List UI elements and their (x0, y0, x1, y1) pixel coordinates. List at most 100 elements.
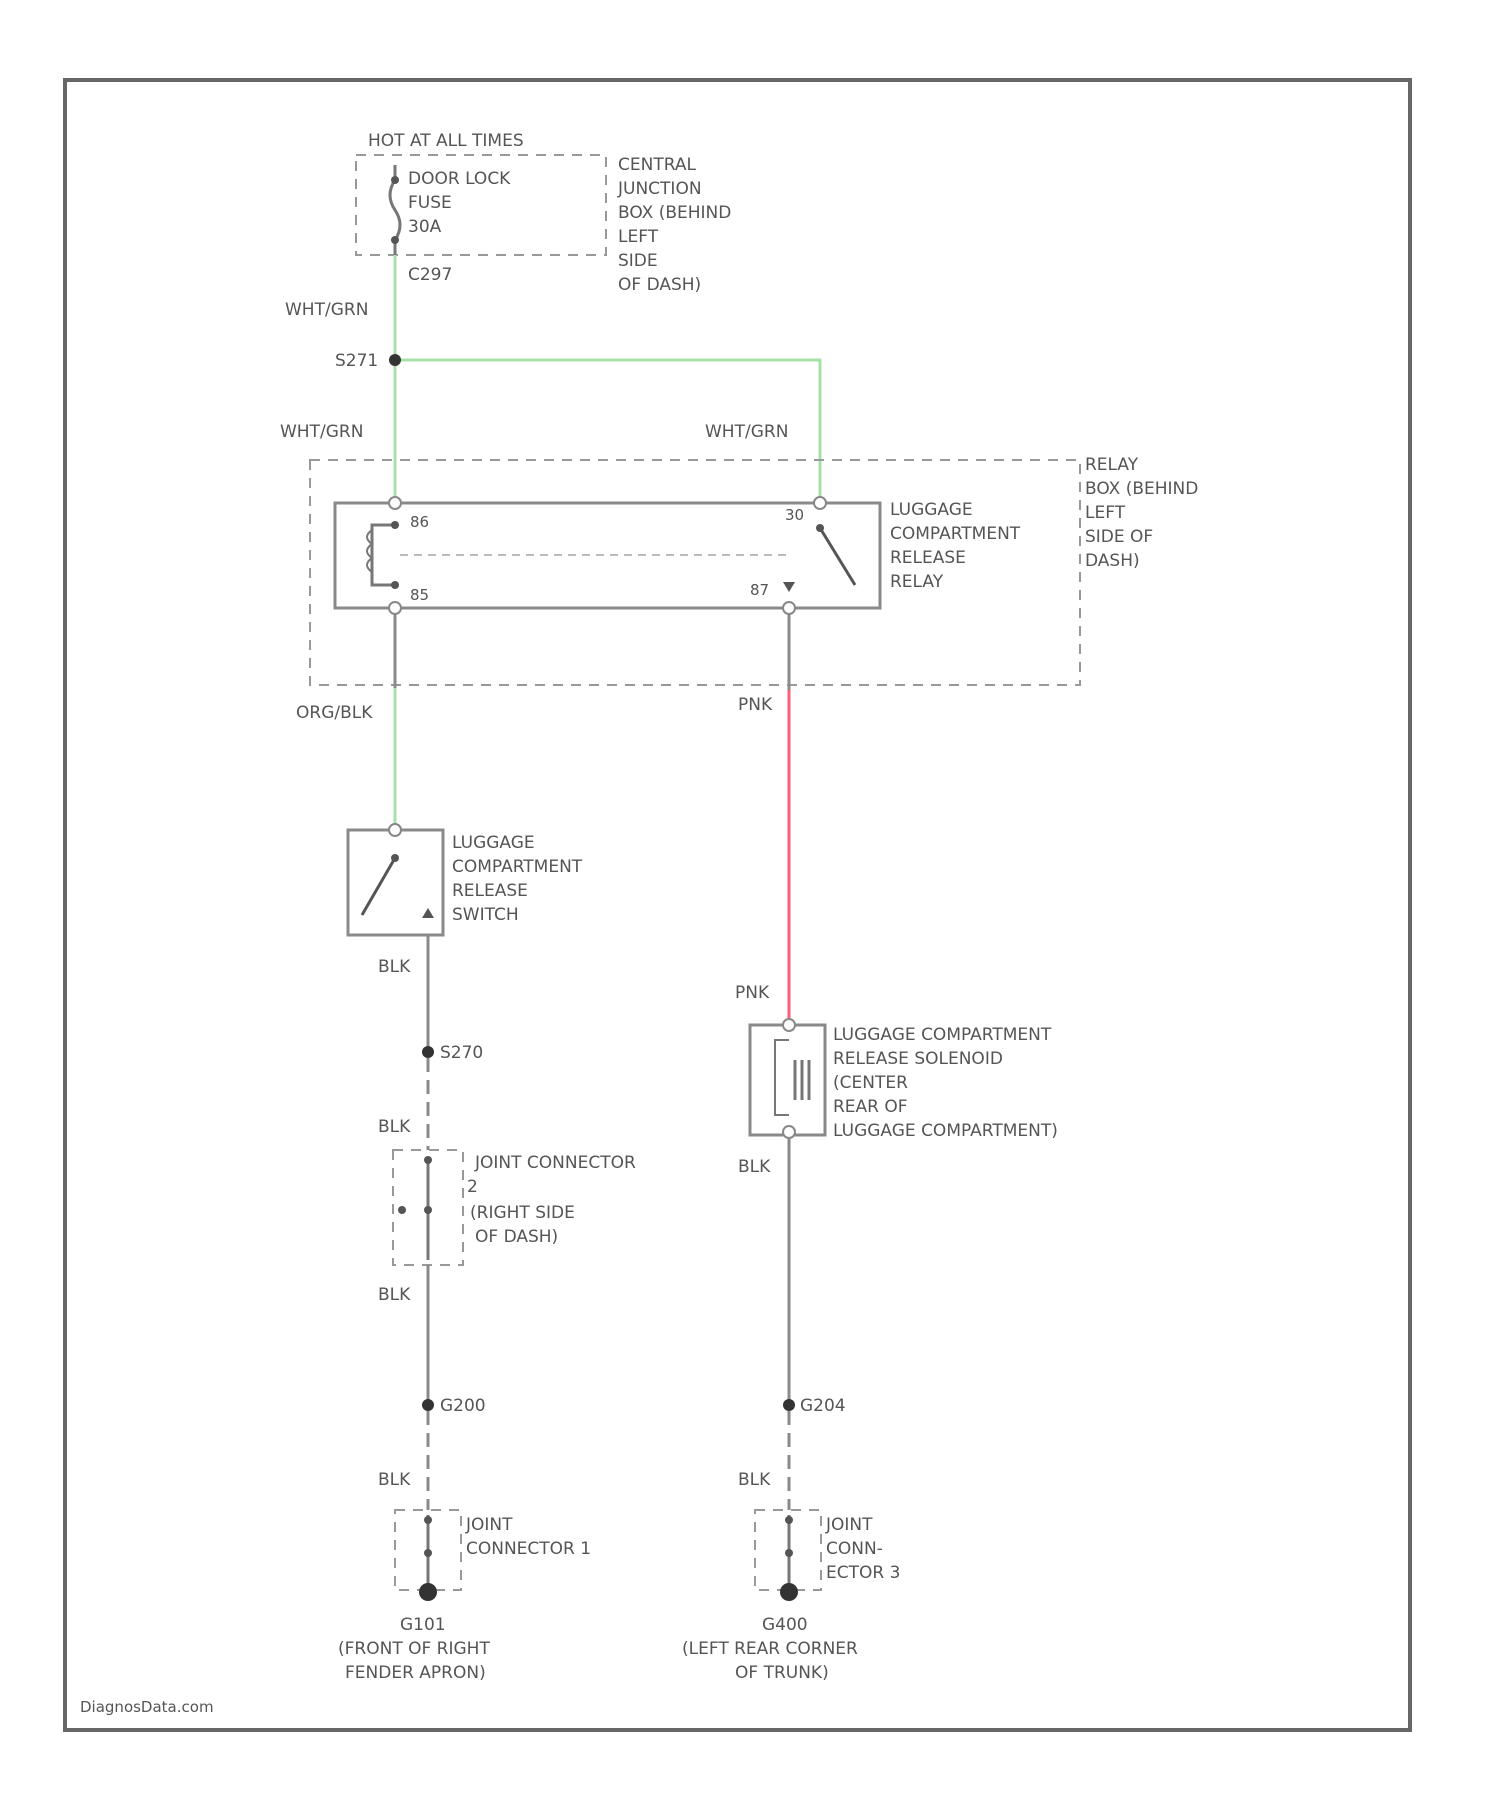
release-solenoid-body (750, 1025, 825, 1135)
fuse-terminal-bottom (391, 236, 399, 244)
fuse-terminal-top (391, 176, 399, 184)
relay-terminal-86 (389, 497, 401, 509)
relay-box-label-2: BOX (BEHIND (1085, 479, 1198, 499)
joint-connector-2-pin-left (398, 1206, 406, 1214)
splice-g200-dot (422, 1399, 434, 1411)
central-junction-box-label-3: BOX (BEHIND (618, 203, 731, 223)
hot-at-all-times-label: HOT AT ALL TIMES (368, 131, 524, 151)
relay-name-label-2: COMPARTMENT (890, 524, 1021, 544)
relay-terminal-87 (783, 602, 795, 614)
central-junction-box-label-2: JUNCTION (617, 179, 702, 199)
release-solenoid-terminal-top (783, 1019, 795, 1031)
relay-pin87-label: 87 (750, 581, 769, 599)
wire-label-wht-grn-left: WHT/GRN (280, 422, 363, 442)
fuse-rating-label: 30A (408, 217, 442, 237)
joint-connector-2-label-4: OF DASH) (475, 1227, 558, 1247)
wire-label-blk-jc2-bottom: BLK (378, 1285, 411, 1305)
wire-label-pnk-lower: PNK (735, 983, 770, 1003)
release-switch-label-2: COMPARTMENT (452, 857, 583, 877)
release-switch-label-3: RELEASE (452, 881, 528, 901)
release-switch-label-1: LUGGAGE (452, 833, 535, 853)
splice-g204-label: G204 (800, 1396, 846, 1416)
ground-g101-symbol (419, 1583, 437, 1601)
release-switch-label-4: SWITCH (452, 905, 519, 925)
release-switch-arm (362, 858, 395, 915)
relay-pin85-dot (391, 581, 399, 589)
release-solenoid-label-4: REAR OF (833, 1097, 908, 1117)
relay-name-label-1: LUGGAGE (890, 500, 973, 520)
ground-g400-label-2: (LEFT REAR CORNER (682, 1639, 858, 1659)
relay-box-label-3: LEFT (1085, 503, 1126, 523)
joint-connector-3-label-2: CONN- (826, 1539, 883, 1559)
central-junction-box-label-6: OF DASH) (618, 275, 701, 295)
joint-connector-3-label-1: JOINT (825, 1515, 873, 1535)
relay-box-label-4: SIDE OF (1085, 527, 1153, 547)
ground-g101-label-2: (FRONT OF RIGHT (338, 1639, 490, 1659)
release-switch-body (348, 830, 443, 935)
joint-connector-1-pin-top (424, 1516, 432, 1524)
relay-contact-arm (820, 528, 855, 585)
joint-connector-3-pin-top (785, 1516, 793, 1524)
central-junction-box-label-1: CENTRAL (618, 155, 696, 175)
wire-label-org-blk: ORG/BLK (296, 703, 373, 723)
wire-label-wht-grn-top: WHT/GRN (285, 300, 368, 320)
relay-terminal-85 (389, 602, 401, 614)
release-solenoid-label-5: LUGGAGE COMPARTMENT) (833, 1121, 1058, 1141)
relay-name-label-4: RELAY (890, 572, 944, 592)
splice-s270-label: S270 (440, 1043, 483, 1063)
splice-s271-label: S271 (335, 351, 378, 371)
release-switch-contact (422, 908, 434, 918)
fuse-connector-label: C297 (408, 265, 452, 285)
release-solenoid-terminal-bottom (783, 1126, 795, 1138)
fuse-name-label: DOOR LOCK (408, 169, 511, 189)
central-junction-box-label-5: SIDE (618, 251, 658, 271)
joint-connector-1-pin-mid (424, 1549, 432, 1557)
relay-terminal-30 (814, 497, 826, 509)
release-switch-terminal-top (389, 824, 401, 836)
release-solenoid-coil (775, 1040, 789, 1115)
watermark: DiagnosData.com (80, 1698, 214, 1716)
central-junction-box-label-4: LEFT (618, 227, 659, 247)
relay-box-outline (310, 460, 1080, 685)
joint-connector-1-label-2: CONNECTOR 1 (466, 1539, 591, 1559)
relay-box-label-5: DASH) (1085, 551, 1140, 571)
splice-s271-dot (389, 354, 401, 366)
joint-connector-3-label-3: ECTOR 3 (826, 1563, 900, 1583)
wire-label-blk-solenoid: BLK (738, 1157, 771, 1177)
relay-pin30-dot (816, 524, 824, 532)
ground-g400-label-3: OF TRUNK) (735, 1663, 829, 1683)
release-solenoid-plunger (795, 1060, 809, 1100)
joint-connector-1-label-1: JOINT (465, 1515, 513, 1535)
splice-g204-dot (783, 1399, 795, 1411)
relay-name-label-3: RELEASE (890, 548, 966, 568)
joint-connector-2-label-1: JOINT CONNECTOR (474, 1153, 636, 1173)
wire-label-blk-jc2-top: BLK (378, 1117, 411, 1137)
ground-g101-label-3: FENDER APRON) (345, 1663, 486, 1683)
relay-pin86-dot (391, 521, 399, 529)
relay-coil-symbol (372, 525, 395, 585)
release-solenoid-label-3: (CENTER (833, 1073, 908, 1093)
joint-connector-2-label-3: (RIGHT SIDE (470, 1203, 575, 1223)
ground-g101-label-1: G101 (400, 1615, 446, 1635)
wire-label-pnk-upper: PNK (738, 695, 773, 715)
wire-label-wht-grn-right: WHT/GRN (705, 422, 788, 442)
joint-connector-2-pin-top (424, 1156, 432, 1164)
relay-pin85-label: 85 (410, 586, 429, 604)
wire-label-blk-left-ground: BLK (378, 1470, 411, 1490)
relay-pin86-label: 86 (410, 513, 429, 531)
splice-g200-label: G200 (440, 1396, 486, 1416)
release-solenoid-label-1: LUGGAGE COMPARTMENT (833, 1025, 1052, 1045)
joint-connector-3-pin-mid (785, 1549, 793, 1557)
joint-connector-2-label-2: 2 (467, 1177, 478, 1197)
relay-pin30-label: 30 (785, 506, 804, 524)
relay-box-label-1: RELAY (1085, 455, 1139, 475)
wire-label-blk-right-ground: BLK (738, 1470, 771, 1490)
release-solenoid-label-2: RELEASE SOLENOID (833, 1049, 1003, 1069)
release-switch-pivot (391, 854, 399, 862)
joint-connector-2-pin-mid (424, 1206, 432, 1214)
wire-label-blk-switch: BLK (378, 957, 411, 977)
ground-g400-label-1: G400 (762, 1615, 808, 1635)
fuse-type-label: FUSE (408, 193, 452, 213)
splice-s270-dot (422, 1046, 434, 1058)
